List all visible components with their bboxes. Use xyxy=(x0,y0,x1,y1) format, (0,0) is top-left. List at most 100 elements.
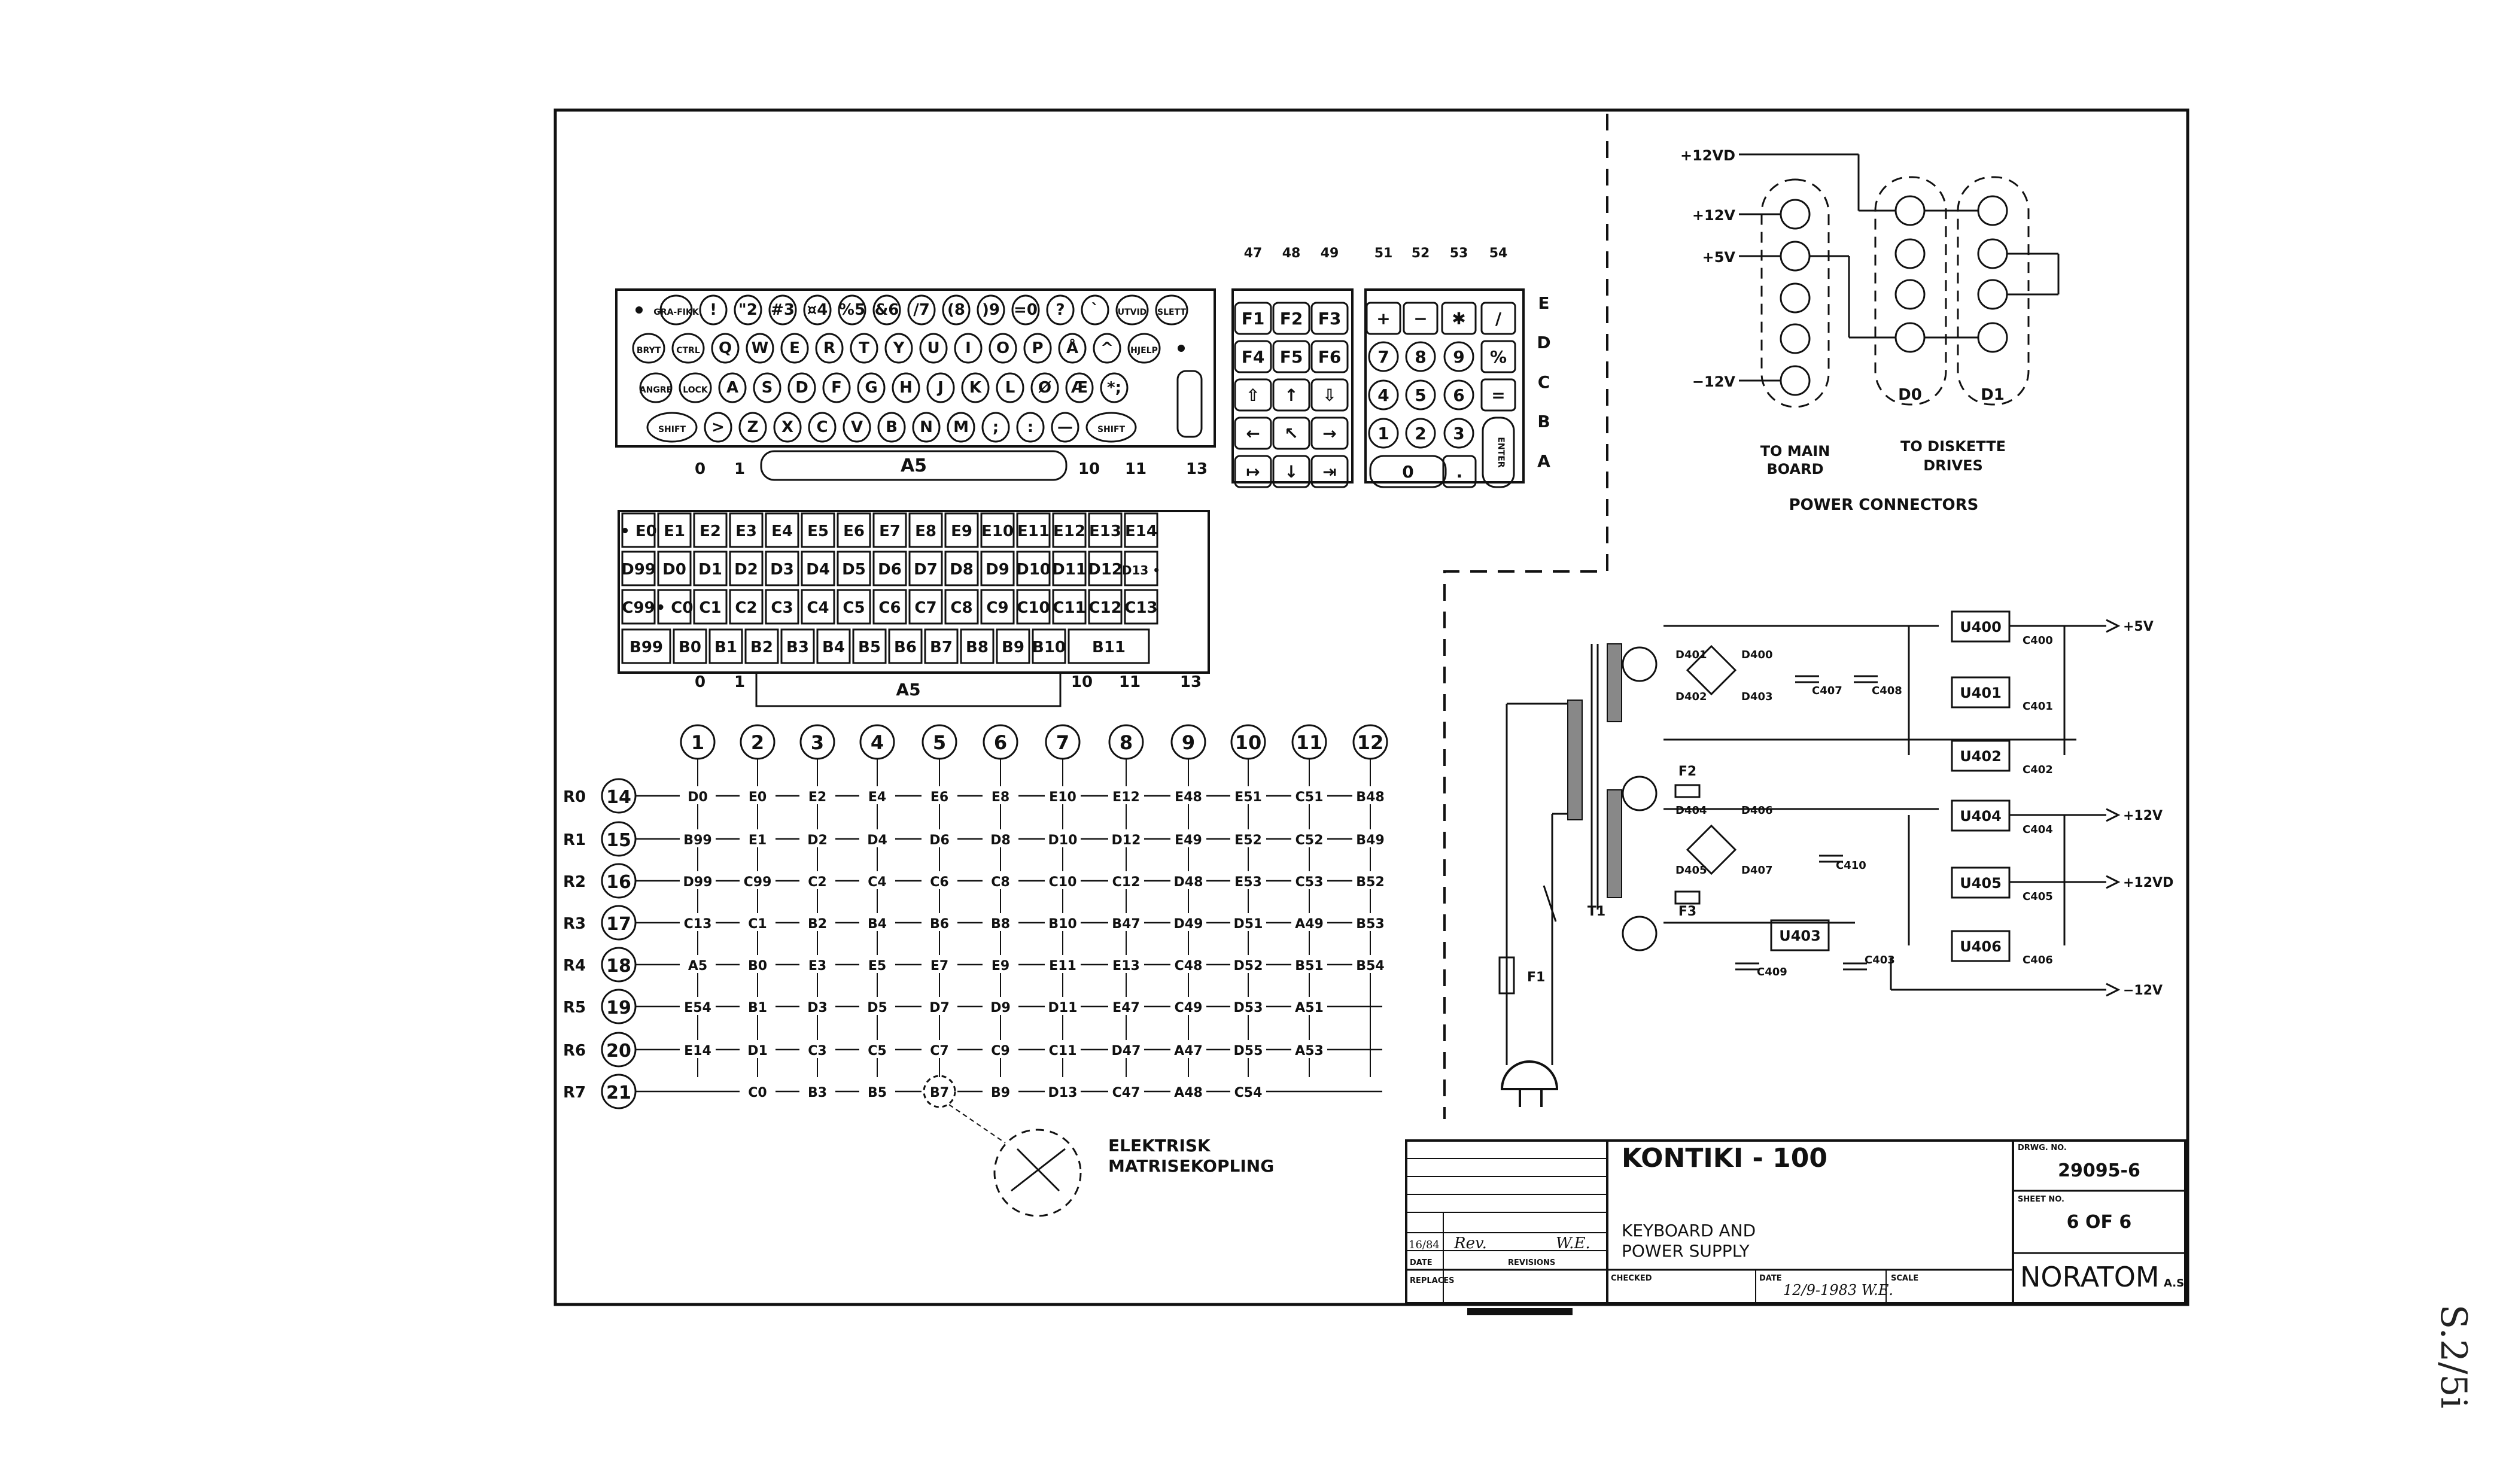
key-cap xyxy=(780,333,809,364)
code-cell-label: E1 xyxy=(664,522,685,540)
code-cell xyxy=(837,551,871,586)
key-label: N xyxy=(920,418,933,436)
key-cap xyxy=(1065,372,1094,403)
matrix-key-label: E0 xyxy=(749,790,767,805)
key-label: GRA-FIKK xyxy=(653,308,700,317)
key-label: Å xyxy=(1066,338,1078,357)
matrix-row-label: R3 xyxy=(563,915,586,933)
capacitor-label: C410 xyxy=(1836,859,1866,872)
row-letter: A xyxy=(1537,451,1550,471)
company-name: NORATOM xyxy=(2020,1261,2160,1293)
return-key xyxy=(1176,370,1203,438)
matrix-label-bg xyxy=(922,913,957,931)
matrix-label-bg xyxy=(680,871,716,889)
code-cell xyxy=(765,512,799,548)
code-cell-label: E5 xyxy=(807,522,829,540)
matrix-label-bg xyxy=(740,913,776,931)
numpad-key-label: 4 xyxy=(1377,385,1389,405)
key-label: BRYT xyxy=(637,346,661,355)
matrix-label-bg xyxy=(1352,913,1388,931)
code-space-label: A5 xyxy=(896,680,920,700)
function-key-label: ← xyxy=(1246,424,1260,443)
column-number: 11 xyxy=(1119,673,1141,691)
matrix-key-label: C5 xyxy=(868,1044,886,1059)
key-label: G xyxy=(865,379,877,397)
function-key xyxy=(1234,340,1272,373)
matrix-key-label: D3 xyxy=(807,1001,828,1015)
code-cell xyxy=(852,628,887,664)
matrix-label-bg xyxy=(1170,997,1206,1015)
code-cell-label: E14 xyxy=(1125,522,1157,540)
matrix-label-bg xyxy=(983,1082,1018,1100)
matrix-key-label: B9 xyxy=(991,1085,1010,1100)
code-cell-label: D99 xyxy=(621,561,656,579)
diode-bridge xyxy=(1686,644,1737,696)
matrix-row-number: 19 xyxy=(606,998,631,1018)
code-cell-label: B11 xyxy=(1092,638,1126,656)
code-cell xyxy=(1124,551,1158,586)
matrix-label-bg xyxy=(1352,871,1388,889)
section-divider xyxy=(1443,114,1608,1119)
matrix-label-bg xyxy=(1108,913,1144,931)
code-cell xyxy=(621,589,656,625)
key-cap xyxy=(671,333,705,364)
numpad-key xyxy=(1443,379,1474,410)
matrix-key-label: E6 xyxy=(930,790,948,805)
function-key-label: ⇧ xyxy=(1246,385,1260,405)
code-cell xyxy=(816,628,851,664)
numpad-key-label: ✱ xyxy=(1452,309,1465,329)
diode-label: D400 xyxy=(1741,649,1773,661)
matrix-key-label: C1 xyxy=(748,917,767,932)
matrix-key-label: A53 xyxy=(1295,1044,1324,1059)
code-cell-label: C99 xyxy=(622,599,655,617)
key-cap xyxy=(753,372,781,403)
numpad-key xyxy=(1366,302,1401,335)
diskette-label: TO DISKETTE xyxy=(1900,438,2006,455)
numpad-key xyxy=(1441,302,1477,335)
matrix-detail-connector xyxy=(948,1104,1006,1144)
matrix-label-bg xyxy=(1108,871,1144,889)
code-cell-label: B5 xyxy=(858,638,881,656)
diskette-label-2: DRIVES xyxy=(1923,457,1983,474)
key-cap xyxy=(838,294,866,326)
key-label: SHIFT xyxy=(1097,425,1126,434)
transformer-primary xyxy=(1567,700,1583,820)
matrix-label-bg xyxy=(983,829,1018,847)
matrix-label-bg xyxy=(1291,786,1327,804)
numpad-key-label: ENTER xyxy=(1496,437,1506,467)
matrix-key-label: B53 xyxy=(1356,917,1384,932)
code-cell-label: C10 xyxy=(1017,599,1050,617)
code-cell xyxy=(1124,512,1158,548)
code-cell xyxy=(1016,589,1051,625)
code-cell xyxy=(872,551,907,586)
regulator-label: U400 xyxy=(1960,619,2002,635)
matrix-key-label: D53 xyxy=(1234,1001,1263,1015)
matrix-label-bg xyxy=(1045,1040,1081,1058)
code-cell xyxy=(780,628,815,664)
key-cap xyxy=(711,333,740,364)
matrix-row-label: R7 xyxy=(563,1084,586,1102)
matrix-label-bg xyxy=(680,1040,716,1058)
numpad-key-label: 2 xyxy=(1415,424,1426,443)
matrix-column-number: 11 xyxy=(1296,731,1323,754)
matrix-label-bg xyxy=(1291,871,1327,889)
matrix-key-label: E8 xyxy=(992,790,1009,805)
key-label: Ø xyxy=(1038,379,1051,397)
code-cell-label: E7 xyxy=(879,522,901,540)
code-cell-label: C8 xyxy=(950,599,972,617)
diode-label: D404 xyxy=(1675,804,1707,817)
sheet-number: 6 OF 6 xyxy=(2067,1212,2132,1233)
key-label: Z xyxy=(747,418,759,436)
capacitor-label: C406 xyxy=(2023,954,2053,966)
code-cell-label: C13 xyxy=(1124,599,1157,617)
matrix-key-label: B7 xyxy=(930,1085,949,1100)
key-label: (8 xyxy=(947,301,965,319)
diode-label: D403 xyxy=(1741,691,1773,703)
key-label: /7 xyxy=(913,301,930,319)
space-bar xyxy=(760,450,1068,481)
key-cap xyxy=(646,412,698,443)
code-cell-label: • C0 xyxy=(656,599,694,617)
code-cell-label: B3 xyxy=(786,638,809,656)
